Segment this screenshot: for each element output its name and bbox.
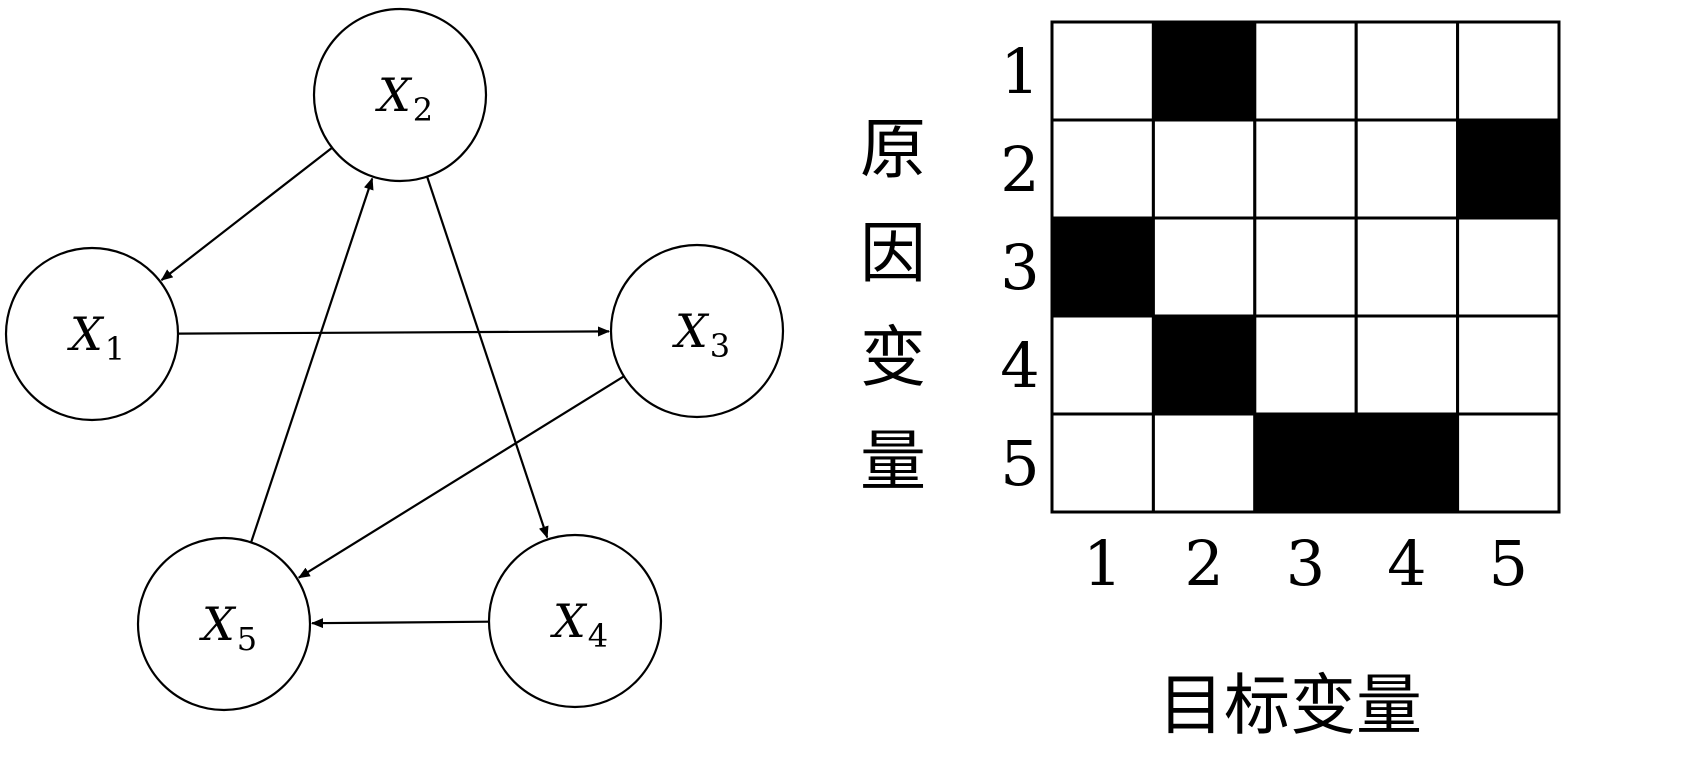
matrix-cell-r5-c5 [1456, 412, 1561, 514]
col-label-5: 5 [1489, 527, 1528, 600]
node-x1: X1 [4, 246, 180, 422]
node-x4: X4 [487, 533, 663, 709]
row-label-4: 4 [1000, 329, 1039, 402]
row-axis-title: 原因变量 [860, 111, 926, 500]
node-x3: X3 [609, 243, 785, 419]
edge-x3-to-x5 [297, 375, 625, 579]
matrix-row-labels: 1 2 3 4 5 [1000, 35, 1039, 500]
node-label: X4 [550, 594, 608, 655]
matrix-cell-r1-c3 [1253, 20, 1358, 122]
col-label-2: 2 [1184, 527, 1223, 600]
col-label-1: 1 [1083, 527, 1122, 600]
matrix-cell-r5-c3 [1253, 412, 1358, 514]
edge-x1-to-x3 [177, 326, 610, 337]
matrix-cell-r2-c4 [1354, 118, 1460, 220]
matrix-cell-r3-c1 [1050, 216, 1155, 318]
node-label: X2 [375, 68, 433, 129]
matrix-cell-r4-c4 [1354, 314, 1460, 416]
matrix-cell-r1-c1 [1050, 20, 1155, 122]
matrix-cell-r5-c1 [1050, 412, 1155, 514]
matrix-cell-r4-c3 [1253, 314, 1358, 416]
node-x2: X2 [312, 7, 488, 183]
matrix-cell-r5-c2 [1151, 412, 1257, 514]
col-label-3: 3 [1286, 527, 1325, 600]
row-label-1: 1 [1000, 35, 1039, 108]
matrix-cell-r2-c1 [1050, 118, 1155, 220]
matrix-cell-r1-c2 [1151, 20, 1257, 122]
matrix-cell-r3-c3 [1253, 216, 1358, 318]
node-x5: X5 [136, 536, 312, 712]
node-circle [4, 246, 180, 422]
matrix-cell-r2-c3 [1253, 118, 1358, 220]
edge-x2-to-x1 [160, 146, 333, 281]
node-circle [136, 536, 312, 712]
graph-edges [160, 146, 625, 629]
matrix-cell-r2-c5 [1456, 118, 1561, 220]
matrix-cell-r4-c1 [1050, 314, 1155, 416]
row-label-5: 5 [1000, 427, 1039, 500]
matrix-cell-r4-c2 [1151, 314, 1257, 416]
col-label-4: 4 [1387, 527, 1426, 600]
col-axis-title: 目标变量 [1158, 667, 1422, 744]
node-label: X5 [199, 597, 257, 658]
matrix-cell-r4-c5 [1456, 314, 1561, 416]
matrix-cell-r3-c2 [1151, 216, 1257, 318]
matrix-cell-r3-c5 [1456, 216, 1561, 318]
matrix-cells [1050, 20, 1561, 514]
matrix-cell-r2-c2 [1151, 118, 1257, 220]
edge-x4-to-x5 [311, 618, 490, 629]
edge-x2-to-x4 [426, 176, 549, 539]
matrix-cell-r1-c4 [1354, 20, 1460, 122]
matrix-cell-r5-c4 [1354, 412, 1460, 514]
edge-x5-to-x2 [250, 177, 374, 543]
row-label-2: 2 [1000, 133, 1039, 206]
node-label: X1 [67, 307, 125, 368]
matrix-cell-r3-c4 [1354, 216, 1460, 318]
matrix-cell-r1-c5 [1456, 20, 1561, 122]
node-circle [609, 243, 785, 419]
node-label: X3 [672, 304, 730, 365]
row-label-3: 3 [1000, 231, 1039, 304]
node-circle [312, 7, 488, 183]
node-circle [487, 533, 663, 709]
